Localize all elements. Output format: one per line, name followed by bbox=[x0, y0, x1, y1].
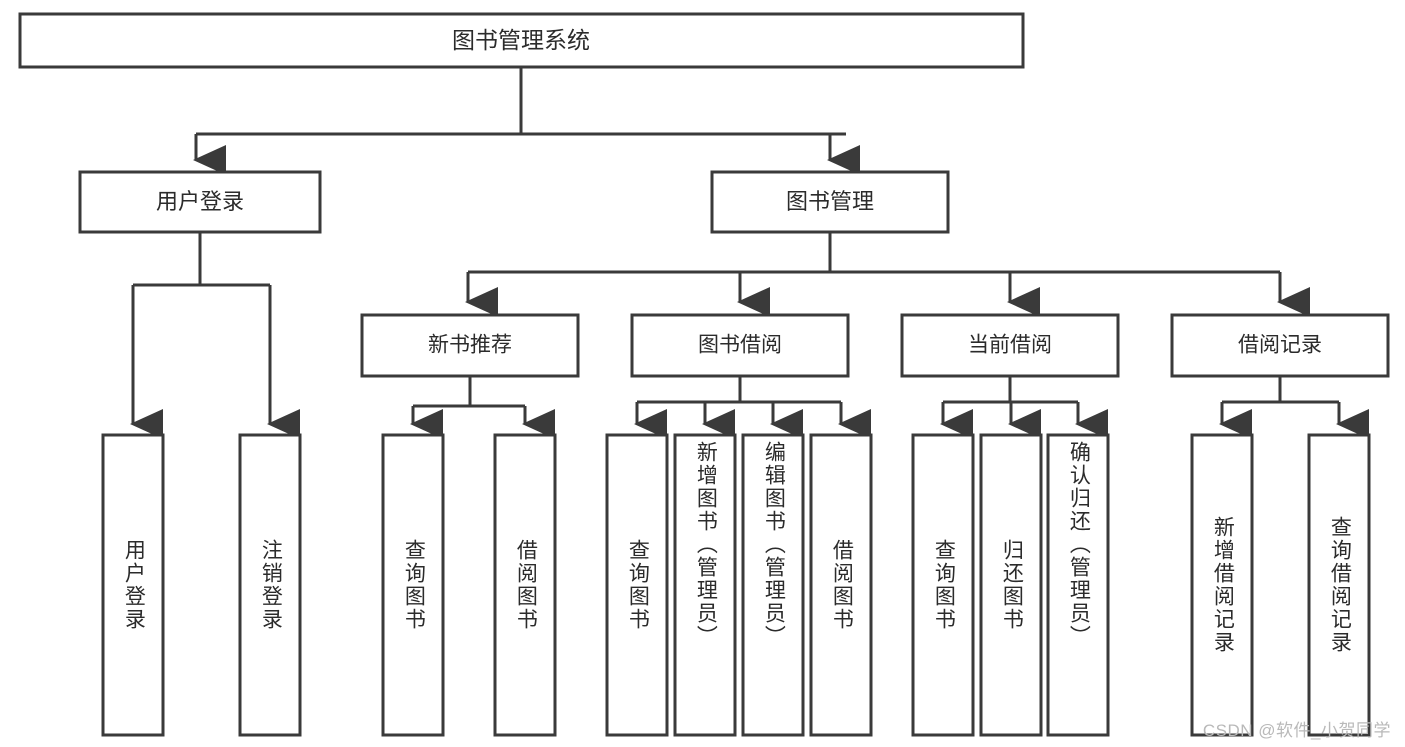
leaf-box-edit-book[interactable] bbox=[741, 433, 805, 737]
edge-record-to-leaves bbox=[1219, 376, 1369, 439]
node-borrow-record[interactable]: 借阅记录 bbox=[1170, 313, 1390, 378]
leaf-box-return-book[interactable] bbox=[979, 433, 1043, 737]
node-user-login[interactable]: 用户登录 bbox=[78, 170, 322, 234]
leaf-box-borrow-book-1[interactable] bbox=[493, 433, 557, 737]
leaf-box-borrow-book-2[interactable] bbox=[809, 433, 873, 737]
edge-borrow-to-leaves bbox=[634, 376, 871, 439]
edge-recommend-to-leaves bbox=[410, 376, 555, 439]
edge-bookmgmt-to-level3 bbox=[465, 232, 1310, 317]
node-book-management-label: 图书管理 bbox=[786, 189, 874, 214]
node-user-login-label: 用户登录 bbox=[156, 189, 244, 214]
leaf-box-user-login[interactable] bbox=[101, 433, 165, 737]
edge-current-to-leaves bbox=[940, 376, 1108, 439]
leaf-box-query-book-3[interactable] bbox=[911, 433, 975, 737]
leaf-box-logout-login[interactable] bbox=[238, 433, 302, 737]
node-new-book-recommend-label: 新书推荐 bbox=[428, 334, 512, 357]
leaf-boxes bbox=[101, 433, 1371, 737]
edge-userlogin-to-leaves bbox=[130, 232, 300, 439]
node-current-borrow-label: 当前借阅 bbox=[968, 334, 1052, 357]
node-current-borrow[interactable]: 当前借阅 bbox=[900, 313, 1120, 378]
watermark-text: CSDN @软件_小贺同学 bbox=[1202, 721, 1391, 740]
edge-root-to-level2 bbox=[193, 67, 860, 175]
leaf-box-query-record[interactable] bbox=[1307, 433, 1371, 737]
leaf-box-add-record[interactable] bbox=[1190, 433, 1254, 737]
leaf-box-query-book-1[interactable] bbox=[381, 433, 445, 737]
node-root[interactable]: 图书管理系统 bbox=[18, 12, 1025, 69]
leaf-box-add-book[interactable] bbox=[673, 433, 737, 737]
leaf-box-confirm-return[interactable] bbox=[1046, 433, 1110, 737]
node-book-management[interactable]: 图书管理 bbox=[710, 170, 950, 234]
leaf-box-query-book-2[interactable] bbox=[605, 433, 669, 737]
node-root-label: 图书管理系统 bbox=[452, 27, 590, 53]
node-new-book-recommend[interactable]: 新书推荐 bbox=[360, 313, 580, 378]
node-book-borrow-label: 图书借阅 bbox=[698, 334, 782, 357]
node-book-borrow[interactable]: 图书借阅 bbox=[630, 313, 850, 378]
node-borrow-record-label: 借阅记录 bbox=[1238, 334, 1322, 357]
